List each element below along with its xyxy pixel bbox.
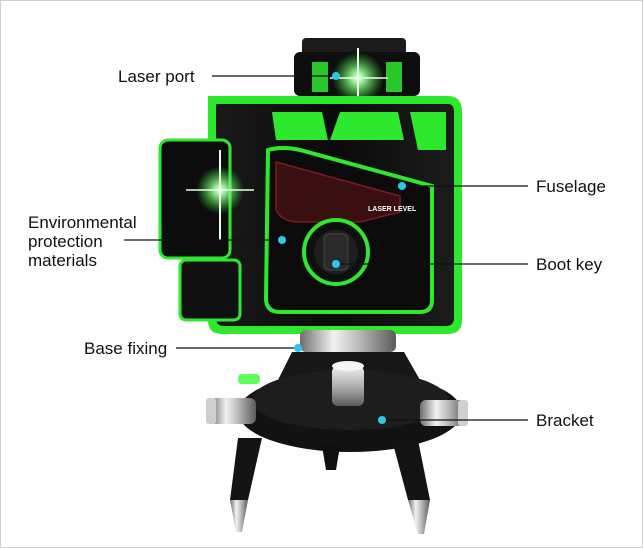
bracket-marker [378,416,386,424]
bracket-assembly [206,361,468,534]
label-fuselage: Fuselage [536,177,606,196]
laser-port-housing [294,38,420,110]
fuselage-marker [398,182,406,190]
tripod-legs [230,438,430,534]
main-body: LASER LEVEL [158,96,462,334]
laser-level-panel-text: LASER LEVEL [368,206,417,213]
adjust-knob-left [206,398,256,424]
label-laser-port: Laser port [118,67,195,86]
environmental-protection-marker [278,236,286,244]
base-fixing-marker [294,344,302,352]
label-base-fixing: Base fixing [84,339,168,358]
label-bracket: Bracket [536,411,594,430]
boot-key-marker [332,260,340,268]
adjust-knob-right [420,400,468,426]
laser-port-marker [332,72,340,80]
callout-lines [124,72,528,424]
label-environmental-protection: Environmental protection materials [28,213,137,270]
adjust-knob-front [332,361,364,406]
label-boot-key: Boot key [536,255,603,274]
